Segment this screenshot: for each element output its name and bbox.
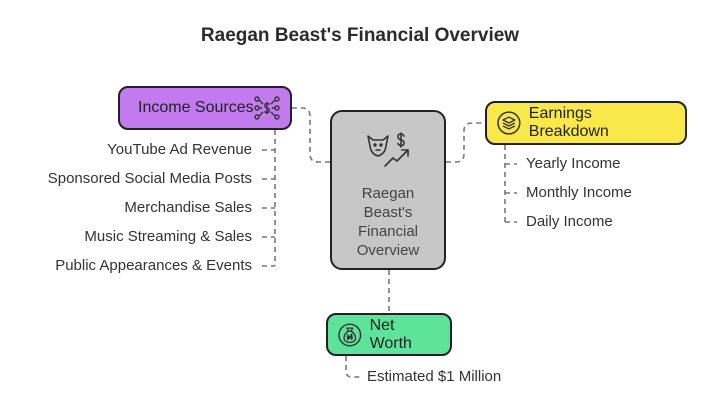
- center-node: Raegan Beast's Financial Overview: [330, 110, 446, 270]
- bull-dollar-chart-icon: [367, 132, 409, 167]
- net-worth-label: Net Worth: [369, 316, 412, 352]
- center-node-label: Raegan Beast's Financial Overview: [356, 185, 420, 259]
- earnings-item-monthly: Monthly Income: [526, 184, 632, 201]
- income-item-appearances: Public Appearances & Events: [55, 257, 252, 274]
- connector-center-income: [292, 107, 330, 163]
- network-dollar-icon: [254, 96, 280, 120]
- net-worth-node: Net Worth: [326, 313, 452, 356]
- connector-center-earnings: [446, 122, 485, 163]
- net-worth-item-estimate: Estimated $1 Million: [367, 368, 502, 385]
- income-item-merch: Merchandise Sales: [124, 199, 252, 216]
- income-sources-label: Income Sources: [138, 99, 254, 116]
- earnings-item-yearly: Yearly Income: [526, 155, 621, 172]
- earnings-item-daily: Daily Income: [526, 213, 613, 230]
- income-item-music: Music Streaming & Sales: [84, 228, 252, 245]
- earnings-breakdown-node: Earnings Breakdown: [485, 101, 687, 145]
- layers-icon: [497, 111, 521, 135]
- money-bag-icon: [338, 322, 362, 347]
- income-item-sponsored: Sponsored Social Media Posts: [47, 170, 252, 187]
- diagram-title: Raegan Beast's Financial Overview: [200, 25, 520, 46]
- income-sources-node: Income Sources: [118, 86, 292, 130]
- connector-networth-list: [345, 356, 360, 378]
- earnings-breakdown-label: Earnings Breakdown: [528, 105, 609, 140]
- income-item-youtube: YouTube Ad Revenue: [107, 141, 252, 158]
